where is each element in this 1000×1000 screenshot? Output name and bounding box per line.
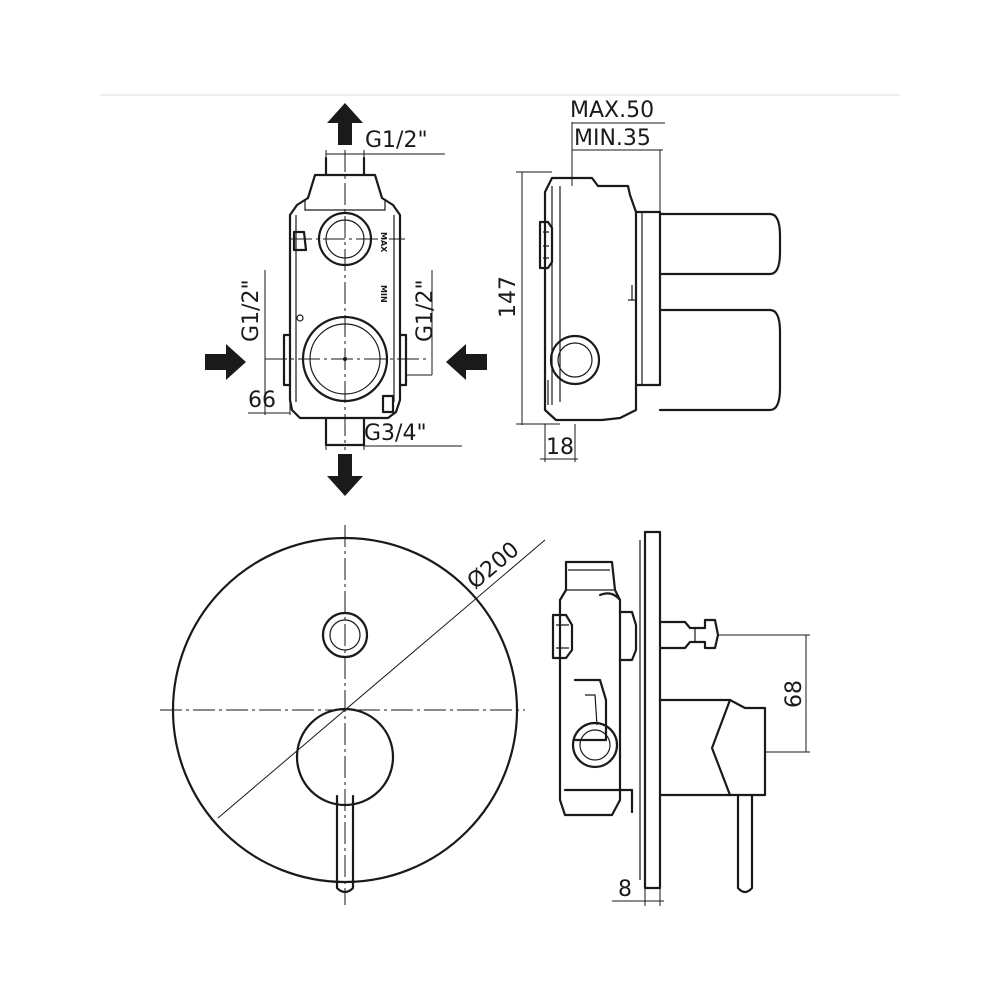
label-outlet-top: G1/2"	[365, 128, 428, 153]
label-inlet-left: G1/2"	[239, 279, 264, 342]
assembly-side-view	[551, 530, 767, 894]
label-thickness-8: 8	[618, 877, 632, 902]
body-mark-min: MIN	[379, 285, 388, 303]
body-mark-max: MAX	[379, 232, 388, 253]
arrow-left-icon	[446, 344, 487, 380]
arrow-down-icon	[327, 454, 363, 496]
label-spacing-68: 68	[782, 680, 807, 708]
label-depth-max: MAX.50	[570, 98, 654, 123]
label-outlet-bottom: G3/4"	[364, 421, 427, 446]
side-view-dimensions	[516, 122, 665, 462]
plate-front-view	[160, 525, 546, 905]
label-depth-min: MIN.35	[574, 126, 651, 151]
flow-arrows	[205, 103, 487, 496]
arrow-right-icon	[205, 344, 246, 380]
label-offset-18: 18	[546, 435, 574, 460]
label-width-66: 66	[248, 388, 276, 413]
assembly-dimensions	[612, 634, 810, 906]
label-height-147: 147	[496, 276, 521, 318]
dimension-labels: G1/2" G3/4" 66 G1/2" G1/2" MAX MIN MAX.5…	[239, 98, 807, 902]
front-view-dimensions	[248, 150, 462, 450]
label-inlet-right: G1/2"	[413, 279, 438, 342]
arrow-up-icon	[327, 103, 363, 145]
front-view-body	[265, 150, 430, 450]
side-view-body	[538, 176, 782, 422]
